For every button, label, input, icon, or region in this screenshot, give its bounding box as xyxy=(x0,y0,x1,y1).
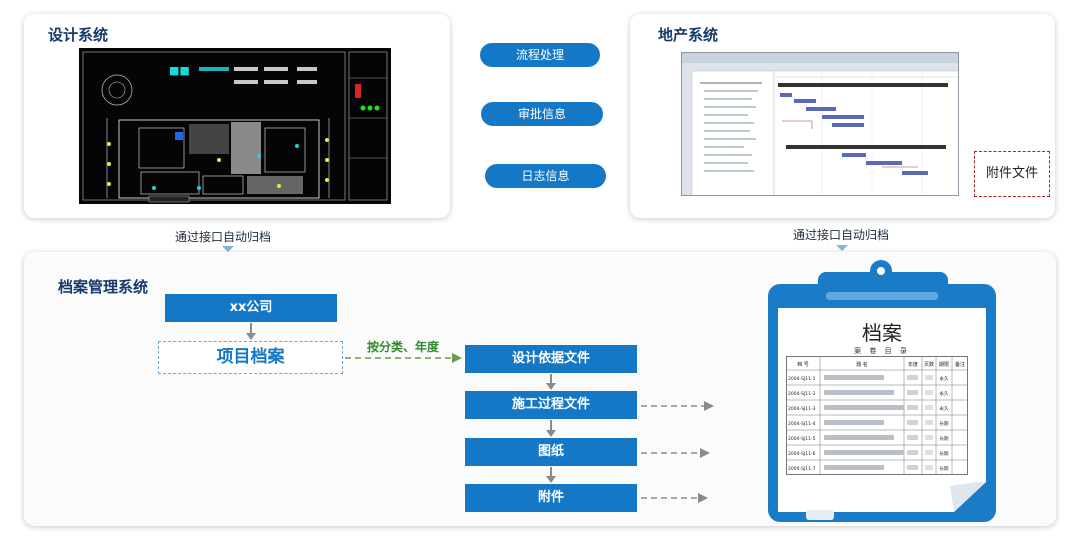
log-info-pill: 日志信息 xyxy=(485,164,606,188)
table-header-cell: 期限 xyxy=(939,361,949,368)
blurred-year-cell xyxy=(907,420,918,425)
table-row-id: 2004-SJ11-5 xyxy=(788,436,816,442)
table-row-term: 长期 xyxy=(940,435,949,442)
dashed-arrow-drawings-to-archive xyxy=(641,448,710,458)
table-row-id: 2004-SJ11-2 xyxy=(788,391,816,397)
design-basis-doc-box: 设计依据文件 xyxy=(465,345,637,373)
attachments-box: 附件 xyxy=(465,484,637,512)
gantt-software-screenshot xyxy=(681,52,959,196)
blurred-title-cell xyxy=(824,450,904,455)
down-triangle-icon xyxy=(836,245,848,251)
dashed-arrow-project-to-docs xyxy=(345,353,462,363)
cad-drawing-screenshot: ■■ xyxy=(79,48,391,204)
table-row-id: 2004-SJ11-4 xyxy=(788,421,816,427)
project-archive-box: 项目档案 xyxy=(158,341,343,374)
attachment-file-box: 附件文件 xyxy=(974,151,1050,197)
blurred-pages-cell xyxy=(925,435,933,440)
arrow-company-to-project xyxy=(246,323,256,340)
blurred-year-cell xyxy=(907,405,918,410)
archive-catalog-table: 档 号 题 名 年度页数期限备注 2004-SJ11-1 永久 2004-SJ11-2 永久… xyxy=(786,356,968,475)
blurred-title-cell xyxy=(824,420,884,425)
drawings-box: 图纸 xyxy=(465,438,637,466)
blurred-year-cell xyxy=(907,375,918,380)
table-row-term: 长期 xyxy=(940,465,949,472)
blurred-year-cell xyxy=(907,435,918,440)
table-row-term: 长期 xyxy=(940,450,949,457)
archive-system-title: 档案管理系统 xyxy=(58,278,149,296)
realestate-system-title: 地产系统 xyxy=(658,26,719,44)
blurred-title-cell xyxy=(824,375,884,380)
blurred-pages-cell xyxy=(925,375,933,380)
archive-system-panel: 档案管理系统 xx公司 项目档案 按分类、年度 设计依据文件 施工过程文件 图纸… xyxy=(24,252,1056,526)
table-header-cell: 档 号 xyxy=(797,361,809,368)
table-header-cell: 题 名 xyxy=(856,361,868,368)
gantt-chart-illustration xyxy=(682,53,958,195)
blurred-pages-cell xyxy=(925,465,933,470)
table-row-term: 长期 xyxy=(940,420,949,427)
blurred-pages-cell xyxy=(925,390,933,395)
design-system-panel: 设计系统 ■■ xyxy=(24,14,450,218)
design-system-title: 设计系统 xyxy=(48,26,109,44)
blurred-pages-cell xyxy=(925,420,933,425)
clipboard-title: 档案 xyxy=(862,321,902,345)
blurred-year-cell xyxy=(907,450,918,455)
table-row-id: 2004-SJ11-1 xyxy=(788,376,816,382)
table-row-term: 永久 xyxy=(940,405,949,412)
table-header-cell: 年度 xyxy=(908,361,918,368)
approval-info-pill: 审批信息 xyxy=(481,102,603,126)
table-row-id: 2004-SJ11-7 xyxy=(788,466,816,472)
table-header-cell: 页数 xyxy=(924,361,934,368)
clipboard-subtitle: 案 卷 目 录 xyxy=(854,347,910,355)
blurred-pages-cell xyxy=(925,450,933,455)
arrow-doc-2-to-3 xyxy=(546,420,556,437)
blurred-year-cell xyxy=(907,465,918,470)
arrow-doc-3-to-4 xyxy=(546,467,556,483)
process-handling-pill: 流程处理 xyxy=(480,43,600,67)
realestate-system-panel: 地产系统 xyxy=(630,14,1055,218)
dashed-arrow-attachments-to-archive xyxy=(641,493,708,503)
svg-text:■■: ■■ xyxy=(169,64,190,77)
blurred-title-cell xyxy=(824,390,894,395)
table-row-term: 永久 xyxy=(940,375,949,382)
arrow-doc-1-to-2 xyxy=(546,374,556,390)
archive-clipboard: 档案 案 卷 目 录 档 号 题 名 年度页数期限备注 2004-SJ11-1 永久 20… xyxy=(766,260,998,524)
construction-process-doc-box: 施工过程文件 xyxy=(465,391,637,419)
blurred-title-cell xyxy=(824,435,894,440)
blurred-title-cell xyxy=(824,405,904,410)
table-row-id: 2004-SJ11-6 xyxy=(788,451,816,457)
blurred-title-cell xyxy=(824,465,884,470)
down-triangle-icon xyxy=(222,246,234,252)
connector-lines xyxy=(246,323,714,503)
table-row-term: 永久 xyxy=(940,390,949,397)
company-box: xx公司 xyxy=(165,294,337,322)
table-row-id: 2004-SJ11-3 xyxy=(788,406,816,412)
classify-label: 按分类、年度 xyxy=(367,340,440,354)
cad-drawing-illustration: ■■ xyxy=(79,48,391,204)
interface-note-right: 通过接口自动归档 xyxy=(793,228,890,242)
blurred-pages-cell xyxy=(925,405,933,410)
table-header-cell: 备注 xyxy=(955,361,965,368)
interface-note-left: 通过接口自动归档 xyxy=(175,230,272,244)
blurred-year-cell xyxy=(907,390,918,395)
dashed-arrow-construction-to-archive xyxy=(641,401,714,411)
